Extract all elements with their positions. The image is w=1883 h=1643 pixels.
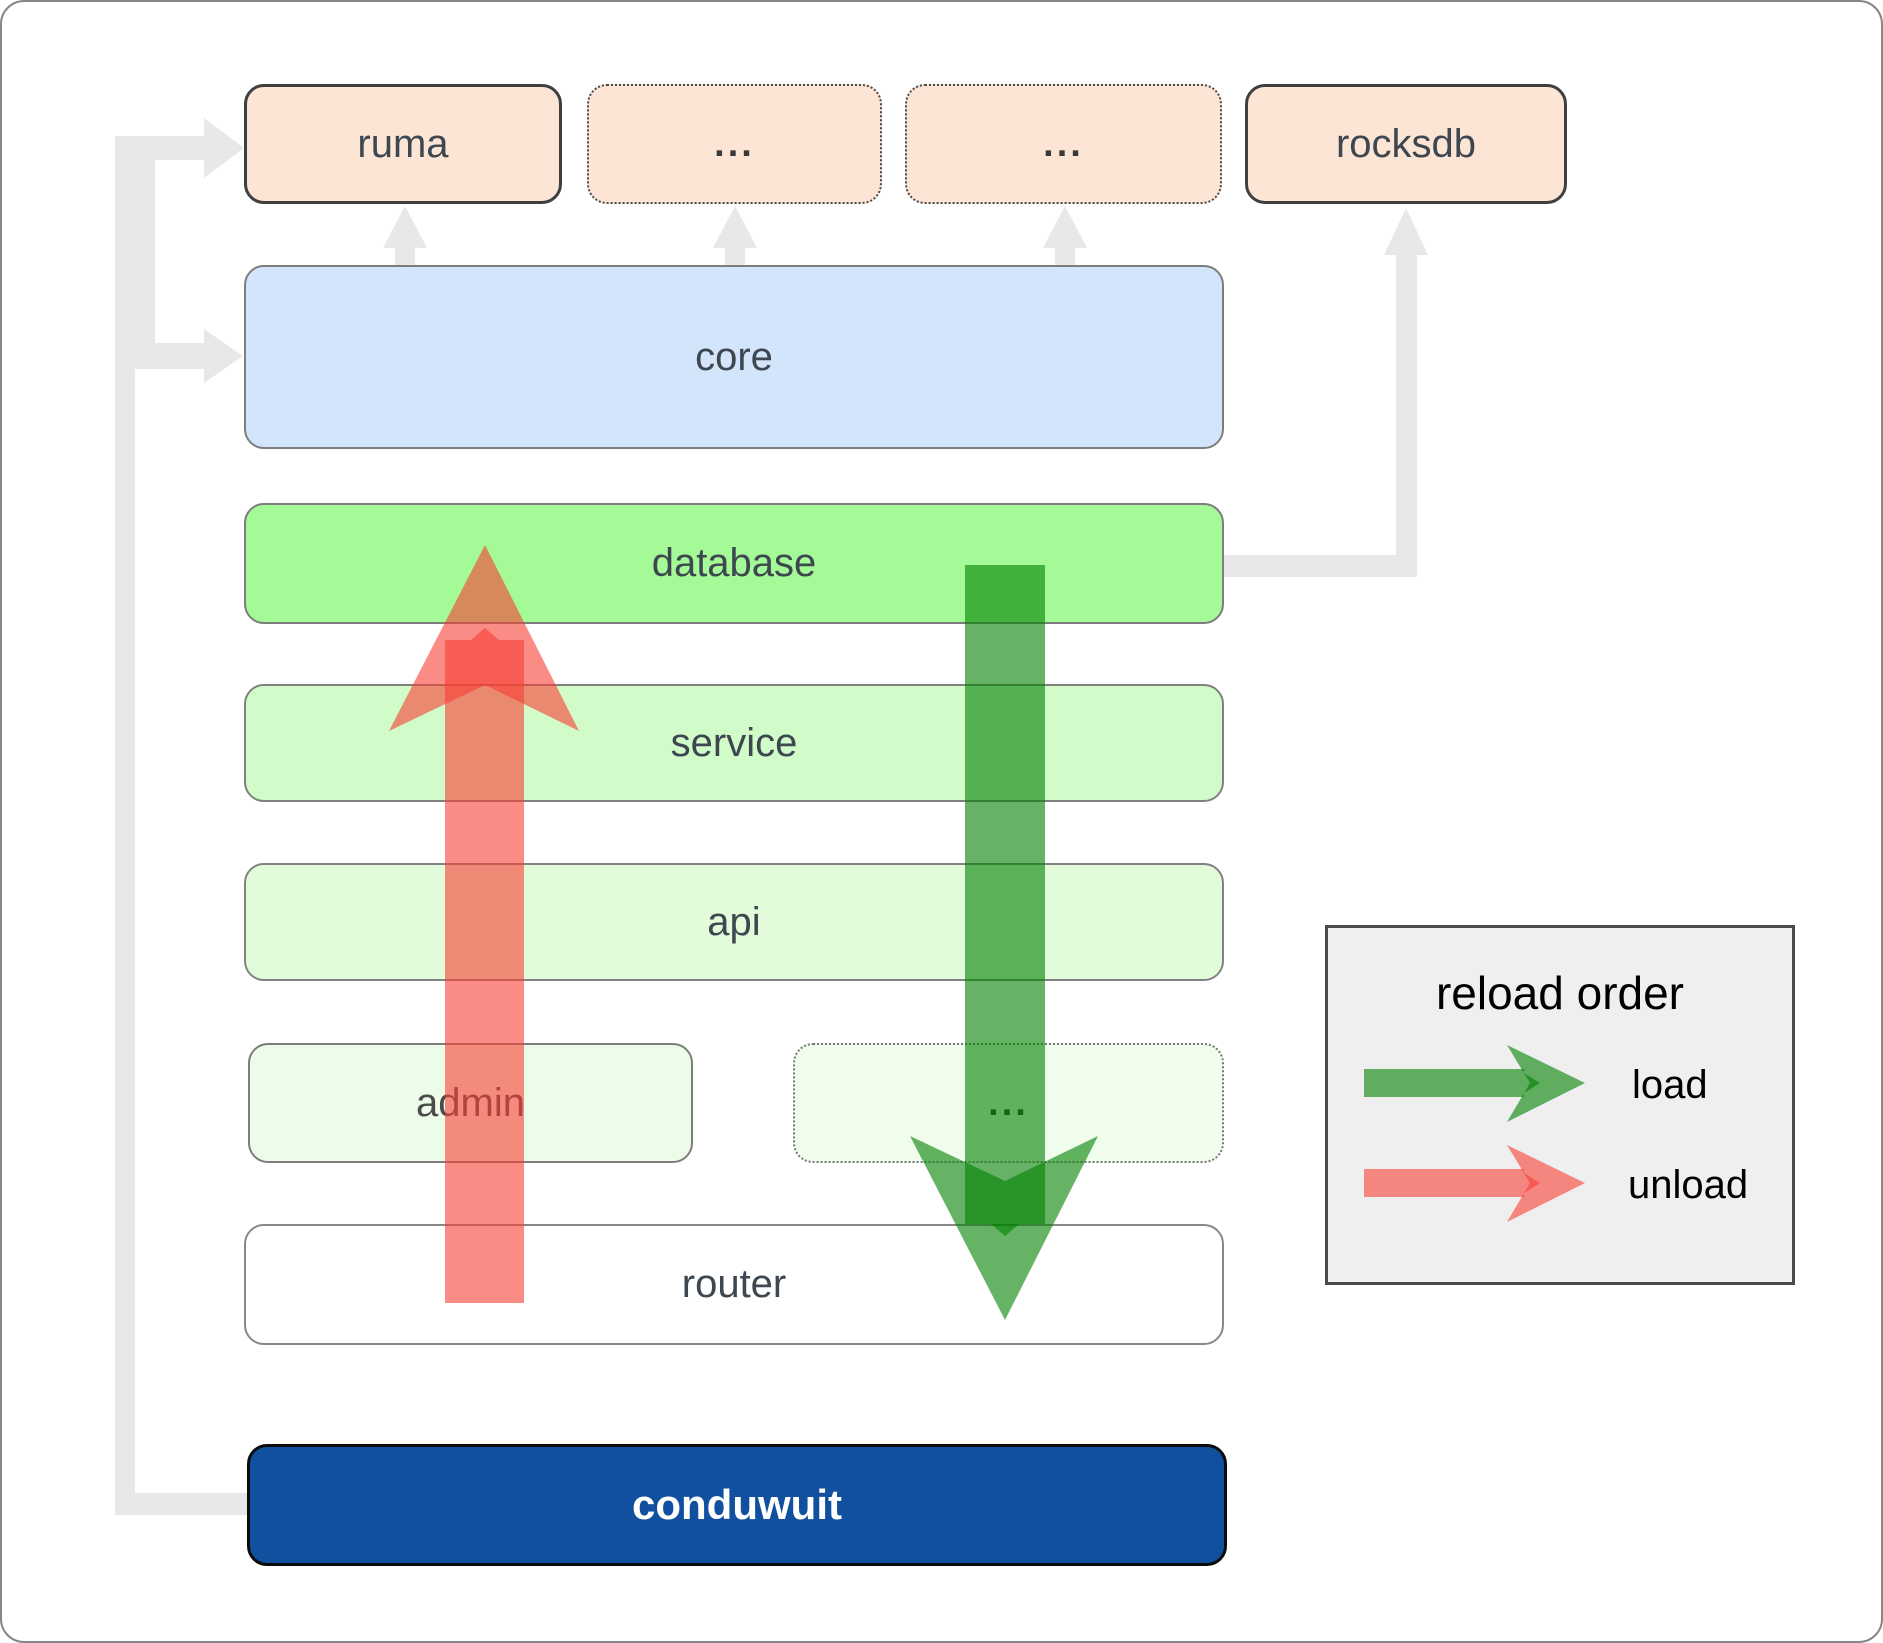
box-rocksdb-label: rocksdb (1335, 121, 1477, 166)
box-service: service (244, 684, 1224, 802)
box-ellipsis-top-2-label: ... (1043, 122, 1084, 165)
box-api: api (244, 863, 1224, 981)
box-ruma-label: ruma (357, 121, 449, 166)
box-ruma: ruma (244, 84, 562, 204)
box-ellipsis-admin: ... (793, 1043, 1224, 1163)
box-ellipsis-top-1-label: ... (714, 122, 755, 165)
legend-title: reload order (1435, 967, 1685, 1019)
box-conduwuit-label: conduwuit (632, 1481, 842, 1528)
box-service-label: service (670, 720, 798, 765)
box-core-label: core (695, 334, 773, 379)
box-router-label: router (681, 1262, 787, 1306)
box-router: router (244, 1224, 1224, 1345)
legend-unload-label: unload (1628, 1163, 1749, 1207)
legend: reload order load unload (1325, 925, 1795, 1285)
box-admin-label: admin (416, 1080, 525, 1125)
box-conduwuit: conduwuit (247, 1444, 1227, 1566)
box-ellipsis-top-2: ... (905, 84, 1222, 204)
box-ellipsis-top-1: ... (587, 84, 882, 204)
box-admin: admin (248, 1043, 693, 1163)
box-database: database (244, 503, 1224, 624)
box-api-label: api (707, 899, 761, 944)
box-rocksdb: rocksdb (1245, 84, 1567, 204)
box-ellipsis-admin-label: ... (988, 1081, 1029, 1124)
box-database-label: database (651, 541, 817, 585)
legend-load-label: load (1632, 1063, 1708, 1107)
box-core: core (244, 265, 1224, 449)
